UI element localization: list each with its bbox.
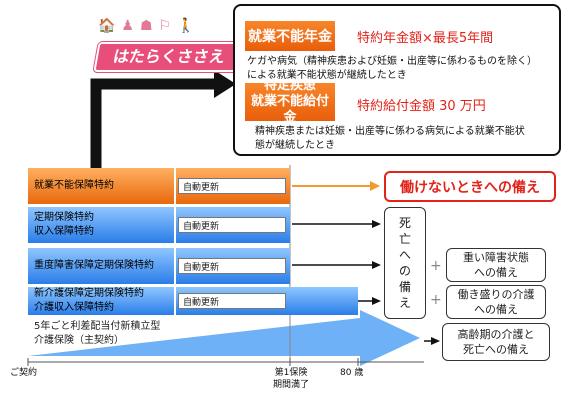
plus-2: + — [430, 292, 442, 308]
disability-pension-amount: 特約年金額×最長5年間 — [357, 31, 494, 46]
result-elderly-line1: 高齢期の介護と — [457, 328, 535, 341]
result-working-line2: への備え — [474, 303, 518, 316]
rider-disability-label: 就業不能保障特約 — [34, 180, 114, 191]
plus-1: + — [430, 258, 442, 274]
result-working-nursing: 働き盛りの介護 への備え — [446, 285, 546, 319]
death-char-1: 死 — [398, 216, 411, 230]
rider-nursing-label: 新介護保障定期保険特約 — [34, 288, 144, 299]
rider-nursing-income-label: 介護収入保障特約 — [34, 302, 114, 313]
result-severe-disability: 重い障害状態 への備え — [446, 248, 546, 282]
timeline-first-period-line2: 期間満了 — [272, 380, 309, 390]
rider-income-label: 収入保障特約 — [34, 226, 94, 237]
result-severe-line1: 重い障害状態 — [463, 251, 529, 264]
result-cannot-work: 働けないときへの備え — [384, 171, 556, 202]
death-char-6: え — [398, 296, 411, 310]
rider-term-label: 定期保険特約 — [34, 212, 94, 223]
disability-pension-desc-1: ケガや病気（精神疾患および妊娠・出産等に係わるものを除く） — [247, 56, 537, 67]
specific-disease-desc-2: 態が継続したとき — [255, 140, 335, 151]
main-contract: 5年ごと利差配当付新積立型 介護保険（主契約） — [34, 320, 160, 348]
auto-renew-2: 自動更新 — [178, 217, 286, 233]
specific-disease-desc-1: 精神疾患または妊娠・出産等に係わる病気による就業不能状 — [255, 126, 525, 137]
rider-term-income: 定期保険特約 収入保障特約 — [28, 207, 174, 243]
timeline-first-period: 第1保険 期間満了 — [266, 367, 316, 391]
death-char-3: へ — [398, 248, 411, 262]
main-contract-line1: 5年ごと利差配当付新積立型 — [34, 321, 161, 332]
auto-renew-1: 自動更新 — [178, 178, 286, 194]
rider-severe-disability-label: 重度障害保障定期保険特約 — [34, 260, 154, 271]
result-elderly-nursing: 高齢期の介護と 死亡への備え — [442, 323, 550, 361]
auto-renew-3: 自動更新 — [178, 258, 286, 274]
specific-disease-amount: 特約給付金額 30 万円 — [357, 99, 486, 114]
logo: はたらくささえ — [93, 42, 245, 72]
logo-icons: 🏠♟☗⚐🚶 — [98, 18, 201, 34]
rider-nursing: 新介護保障定期保険特約 介護収入保障特約 — [28, 287, 174, 315]
result-elderly-line2: 死亡への備え — [463, 343, 529, 356]
main-contract-line2: 介護保険（主契約） — [34, 335, 124, 346]
timeline-age-80: 80 歳 — [340, 368, 364, 378]
specific-disease-badge-line1: 特定疾患 — [263, 78, 316, 93]
rider-disability: 就業不能保障特約 — [28, 168, 174, 204]
disability-pension-badge: 就業不能年金 — [245, 21, 335, 51]
death-char-5: 備 — [398, 280, 411, 294]
timeline-start: ご契約 — [10, 368, 38, 378]
specific-disease-badge: 特定疾患 就業不能給付金 — [245, 78, 335, 125]
death-char-4: の — [398, 264, 411, 278]
death-char-2: 亡 — [398, 232, 411, 246]
disability-pension-desc-2: による就業不能状態が継続したとき — [247, 70, 407, 81]
timeline-first-period-line1: 第1保険 — [274, 368, 308, 378]
result-death: 死 亡 へ の 備 え — [384, 207, 426, 319]
auto-renew-4: 自動更新 — [178, 293, 286, 309]
result-severe-line2: への備え — [474, 266, 518, 279]
specific-disease-badge-line2: 就業不能給付金 — [250, 94, 329, 125]
rider-severe-disability: 重度障害保障定期保険特約 — [28, 248, 174, 284]
result-working-line1: 働き盛りの介護 — [457, 288, 535, 301]
